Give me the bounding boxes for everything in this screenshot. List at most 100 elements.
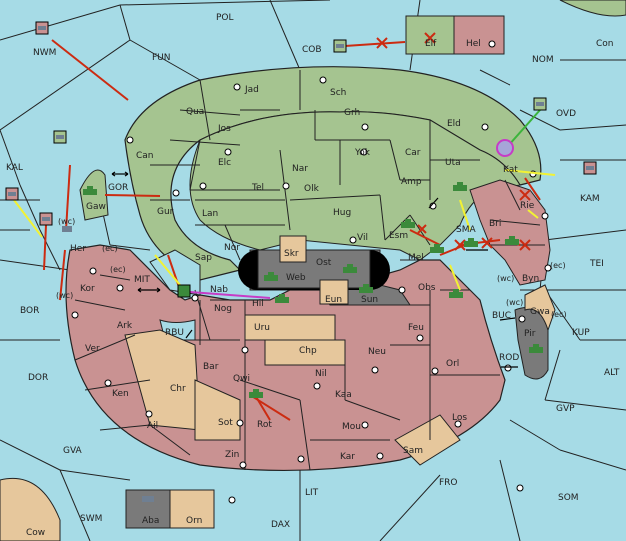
land-label-Gur: Gur — [157, 207, 174, 217]
land-label-Skr: Skr — [284, 249, 299, 259]
failed-order-marks — [376, 32, 531, 251]
land-label-Can: Can — [136, 151, 154, 161]
land-label-Vil: Vil — [357, 233, 368, 243]
land-label-Los: Los — [452, 413, 467, 423]
territory-Chp[interactable] — [264, 339, 346, 366]
land-label-Con: Con — [596, 39, 614, 49]
passages — [111, 171, 518, 368]
land-label-Her: Her — [70, 244, 86, 254]
land-label-Uta: Uta — [445, 158, 461, 168]
land-label-Chp: Chp — [299, 346, 317, 356]
sea-label-POL: POL — [216, 13, 234, 23]
land-label-Feu: Feu — [408, 323, 424, 333]
land-label-Neu: Neu — [368, 347, 386, 357]
coast-tag: (wc) — [506, 298, 523, 307]
land-label-Mou: Mou — [342, 422, 361, 432]
land-label-Mel: Mel — [408, 253, 424, 263]
support-orders — [13, 169, 556, 291]
army-units[interactable] — [83, 182, 543, 398]
territory-Gwa[interactable] — [524, 284, 556, 332]
sea-label-SMA: SMA — [456, 225, 476, 235]
sea-label-GVP: GVP — [556, 404, 575, 414]
land-label-Kar: Kar — [340, 452, 355, 462]
land-label-Orn: Orn — [186, 516, 202, 526]
territory-Sam[interactable] — [394, 414, 461, 466]
land-label-Gaw: Gaw — [86, 202, 106, 212]
land-label-Sch: Sch — [330, 88, 346, 98]
sea-label-TEI: TEI — [589, 259, 604, 269]
land-label-Cow: Cow — [26, 528, 45, 538]
land-label-Sun: Sun — [361, 295, 378, 305]
sea-label-LIT: LIT — [305, 488, 319, 498]
dislodged-unit[interactable] — [496, 139, 514, 157]
land-label-Olk: Olk — [304, 184, 320, 194]
coast-tag: (ec) — [551, 310, 567, 319]
coast-tag: (wc) — [497, 274, 514, 283]
land-label-Qwi: Qwi — [233, 374, 250, 384]
sea-label-SWM: SWM — [80, 514, 102, 524]
coast-tag: (ec) — [110, 265, 126, 274]
land-label-Kaa: Kaa — [335, 390, 352, 400]
land-label-Rie: Rie — [520, 201, 535, 211]
land-borders — [74, 70, 545, 471]
sea-label-OVD: OVD — [556, 109, 576, 119]
sea-label-NOM: NOM — [532, 55, 554, 65]
land-label-Car: Car — [405, 148, 421, 158]
land-label-Kor: Kor — [80, 284, 95, 294]
territory-Hel[interactable] — [453, 15, 505, 55]
territory-Sot[interactable] — [194, 379, 241, 441]
land-label-Gwa: Gwa — [530, 307, 550, 317]
land-label-Ark: Ark — [117, 321, 133, 331]
land-label-Ail: Ail — [147, 421, 158, 431]
land-label-Grh: Grh — [344, 108, 360, 118]
territory-Elf[interactable] — [405, 15, 455, 55]
land-label-Jos: Jos — [217, 124, 231, 134]
territory-Gaw[interactable] — [79, 169, 109, 221]
land-label-Qua: Qua — [186, 107, 204, 117]
land-label-Bri: Bri — [489, 219, 501, 229]
land-label-Kat: Kat — [503, 165, 518, 175]
land-label-Aba: Aba — [142, 516, 159, 526]
territory-Skr[interactable] — [279, 235, 307, 263]
land-label-Eun: Eun — [325, 295, 342, 305]
land-label-Elc: Elc — [218, 158, 231, 168]
land-label-Chr: Chr — [170, 384, 186, 394]
land-label-Lan: Lan — [202, 209, 218, 219]
land-label-Web: Web — [286, 273, 306, 283]
land-label-Byn: Byn — [522, 274, 539, 284]
land-label-Hug: Hug — [333, 208, 351, 218]
sea-label-ROD: ROD — [499, 353, 519, 363]
coast-tag: (ec) — [102, 244, 118, 253]
sea-label-BUC: BUC — [492, 311, 511, 321]
map-labels: POL NWM FUN COB NOM Con OVD KAL KAM GOR … — [6, 13, 620, 538]
sea-label-MIT: MIT — [134, 275, 150, 285]
land-label-Nor: Nor — [224, 243, 240, 253]
land-label-Esm: Esm — [389, 231, 408, 241]
sea-label-DOR: DOR — [28, 373, 48, 383]
land-label-Nog: Nog — [214, 304, 232, 314]
land-label-Bar: Bar — [203, 362, 219, 372]
convoy-order — [189, 291, 271, 299]
territory-Orn[interactable] — [169, 489, 215, 529]
coast-tag: (ec) — [550, 261, 566, 270]
sea-label-KAL: KAL — [6, 163, 23, 173]
land-label-Tel: Tel — [251, 183, 264, 193]
land-label-Uru: Uru — [254, 323, 270, 333]
land-label-Ost: Ost — [316, 258, 332, 268]
sea-label-ALT: ALT — [604, 368, 620, 378]
sea-label-GOR: GOR — [108, 183, 128, 193]
land-label-Amp: Amp — [401, 177, 422, 187]
land-label-Nar: Nar — [292, 164, 308, 174]
sea-label-KUP: KUP — [572, 328, 590, 338]
land-label-Zin: Zin — [225, 450, 239, 460]
fleet-units[interactable] — [5, 21, 597, 502]
sea-label-SOM: SOM — [558, 493, 579, 503]
coast-tag: (wc) — [56, 291, 73, 300]
land-label-Nab: Nab — [210, 285, 228, 295]
territory-Eun[interactable] — [319, 279, 349, 305]
coast-tag: (wc) — [58, 217, 75, 226]
land-label-Elf: Elf — [425, 39, 437, 49]
land-label-Obs: Obs — [418, 283, 436, 293]
